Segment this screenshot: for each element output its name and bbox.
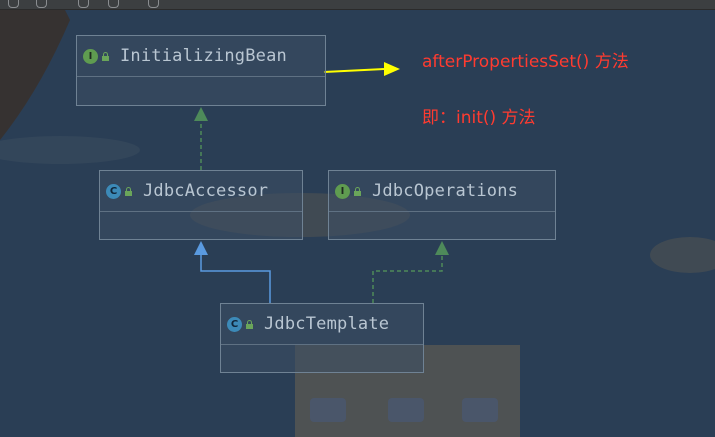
lock-icon (354, 186, 361, 196)
class-name: JdbcOperations (372, 181, 519, 201)
toolbar-icon-5[interactable] (148, 0, 159, 8)
class-icon: C (227, 316, 242, 332)
toolbar-icon-1[interactable] (8, 0, 19, 8)
uml-node-header: C JdbcTemplate (221, 304, 423, 345)
toolbar (0, 0, 715, 10)
uml-node-initializingbean[interactable]: I InitializingBean (76, 35, 326, 106)
edge-jdbctemplate-extends-jdbcaccessor (200, 255, 271, 303)
toolbar-icon-3[interactable] (78, 0, 89, 8)
annotation-method: afterPropertiesSet() 方法 (422, 52, 629, 72)
interface-icon: I (335, 183, 350, 199)
toolbar-icon-2[interactable] (36, 0, 47, 8)
lock-icon (125, 186, 132, 196)
class-name: JdbcTemplate (264, 314, 390, 334)
uml-node-header: C JdbcAccessor (100, 171, 302, 212)
lock-icon (246, 319, 253, 329)
abstract-class-icon: C (106, 183, 121, 199)
edge-arrowhead (194, 241, 208, 255)
uml-node-header: I InitializingBean (77, 36, 325, 77)
edge-arrowhead (194, 107, 208, 121)
edge-jdbctemplate-implements-jdbcoperations (372, 255, 443, 303)
annotation-alias: 即：init() 方法 (422, 108, 536, 128)
uml-node-header: I JdbcOperations (329, 171, 555, 212)
toolbar-icon-4[interactable] (108, 0, 119, 8)
class-name: InitializingBean (120, 46, 287, 66)
uml-node-jdbctemplate[interactable]: C JdbcTemplate (220, 303, 424, 373)
interface-icon: I (83, 48, 98, 64)
class-name: JdbcAccessor (143, 181, 269, 201)
uml-node-jdbcoperations[interactable]: I JdbcOperations (328, 170, 556, 240)
lock-icon (102, 51, 109, 61)
annotation-arrow (323, 68, 385, 73)
annotation-arrowhead (384, 62, 400, 76)
uml-node-jdbcaccessor[interactable]: C JdbcAccessor (99, 170, 303, 240)
edge-arrowhead (435, 241, 449, 255)
